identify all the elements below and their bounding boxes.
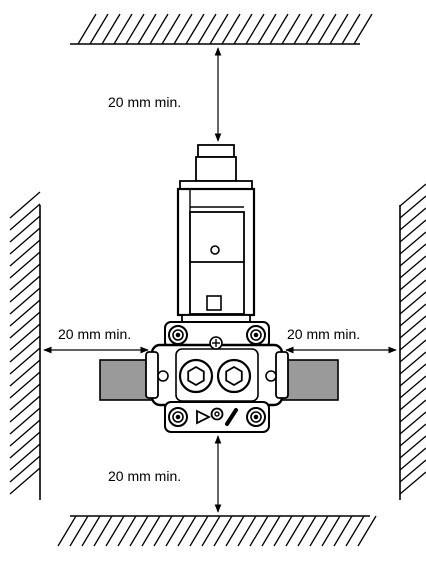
outlet-pipe [279, 359, 339, 401]
square-button-icon [206, 295, 222, 311]
indicator-icon [210, 245, 220, 255]
upper-bolts [168, 325, 266, 350]
bolt-icon [168, 325, 188, 345]
bolt-icon [168, 407, 188, 427]
right-wall [399, 183, 426, 500]
bottom-clearance-label: 20 mm min. [108, 468, 181, 484]
port-left-icon [178, 358, 214, 394]
lower-bolts [168, 407, 266, 427]
top-clearance-label: 20 mm min. [108, 94, 181, 110]
flow-direction-arrow-icon [196, 409, 212, 425]
main-ports [178, 358, 252, 394]
valve-actuator [176, 144, 256, 328]
bolt-icon [246, 325, 266, 345]
bolt-icon [246, 407, 266, 427]
top-plug-icon [209, 336, 223, 350]
adjust-screw-icon [225, 408, 238, 426]
left-clearance-label: 20 mm min. [58, 326, 131, 342]
side-screws [157, 370, 277, 382]
left-wall [9, 191, 41, 500]
bottom-wall [57, 515, 377, 547]
top-wall [70, 13, 373, 45]
gauge-port-icon [210, 407, 224, 421]
port-right-icon [216, 358, 252, 394]
right-clearance-label: 20 mm min. [287, 326, 360, 342]
